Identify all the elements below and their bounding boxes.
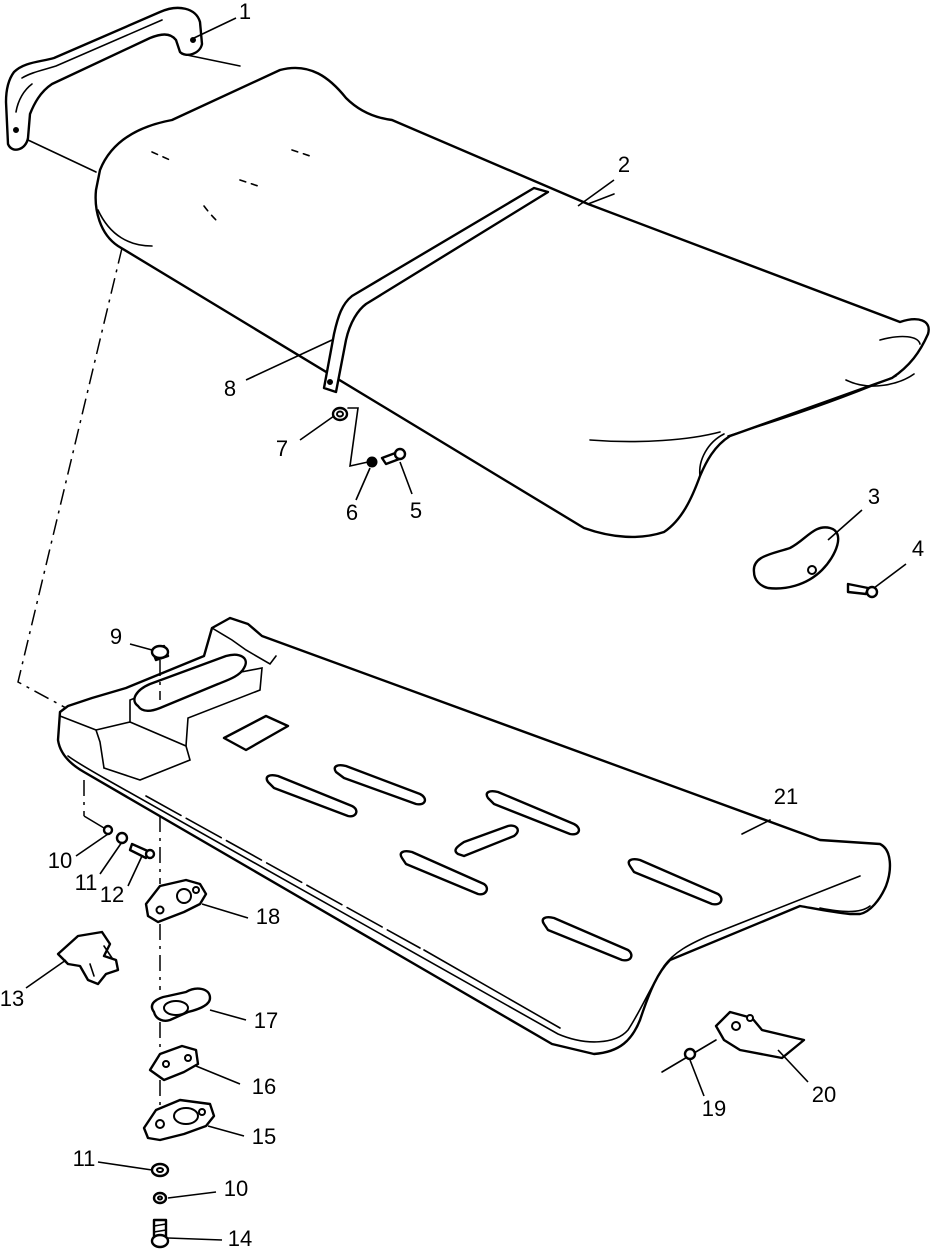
- callout-9: 9: [110, 624, 122, 649]
- assembly-line: [17, 247, 123, 709]
- callout-3: 3: [868, 484, 880, 509]
- callout-5: 5: [410, 498, 422, 523]
- rear-bracket: [661, 1010, 806, 1073]
- callout-6: 6: [346, 500, 358, 525]
- callout-13: 13: [0, 986, 24, 1011]
- seat-base: [56, 616, 892, 1056]
- grab-handle: [4, 6, 241, 173]
- callout-1: 1: [239, 0, 251, 24]
- callout-19: 19: [702, 1096, 726, 1121]
- callout-11-top: 11: [75, 870, 98, 895]
- latch-hardware: [56, 780, 216, 1249]
- side-cover-knob: [752, 526, 879, 599]
- callout-15: 15: [252, 1124, 276, 1149]
- callout-11-bottom: 11: [73, 1146, 96, 1171]
- callout-18: 18: [256, 904, 280, 929]
- callout-4: 4: [912, 536, 924, 561]
- seat-strap: [322, 186, 550, 394]
- base-bolt: [150, 644, 170, 700]
- callout-10-top: 10: [48, 848, 72, 873]
- callout-16: 16: [252, 1074, 276, 1099]
- leader-lines: [25, 17, 907, 1241]
- callout-14: 14: [228, 1226, 252, 1250]
- strap-hardware: [331, 406, 407, 468]
- callout-8: 8: [224, 376, 236, 401]
- callout-2: 2: [618, 152, 630, 177]
- callout-12: 12: [100, 882, 124, 907]
- callout-21: 21: [774, 784, 798, 809]
- seat-cushion: [94, 66, 930, 539]
- callout-20: 20: [812, 1082, 836, 1107]
- callout-10-bottom: 10: [224, 1176, 248, 1201]
- callout-17: 17: [254, 1008, 278, 1033]
- callout-7: 7: [276, 436, 288, 461]
